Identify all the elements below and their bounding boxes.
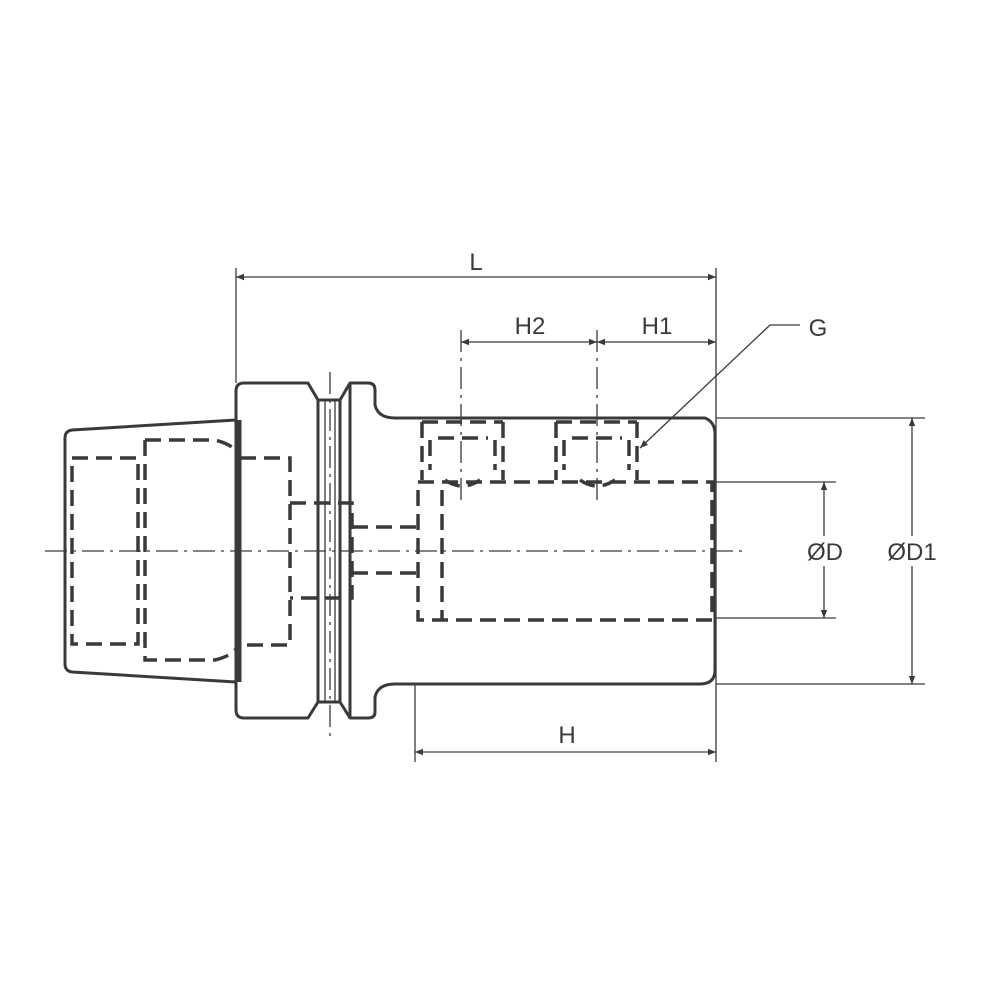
hidden-coolant-pass bbox=[290, 501, 354, 600]
set-screw-h1 bbox=[554, 420, 639, 488]
label-H2: H2 bbox=[515, 313, 546, 340]
set-screw-h2 bbox=[420, 420, 505, 488]
label-L: L bbox=[469, 249, 482, 276]
hidden-coolant-tube bbox=[352, 525, 418, 575]
label-D1: ØD1 bbox=[887, 539, 936, 566]
leader-G bbox=[639, 324, 800, 449]
label-H: H bbox=[558, 722, 575, 749]
hidden-taper-bore bbox=[70, 456, 140, 646]
holder-body-outline bbox=[234, 381, 717, 720]
hidden-taper-cavity bbox=[143, 438, 240, 662]
hidden-flange-bore bbox=[240, 456, 292, 647]
label-D: ØD bbox=[807, 539, 843, 566]
hsk-taper bbox=[63, 418, 237, 684]
label-G: G bbox=[809, 315, 828, 342]
label-H1: H1 bbox=[642, 313, 673, 340]
